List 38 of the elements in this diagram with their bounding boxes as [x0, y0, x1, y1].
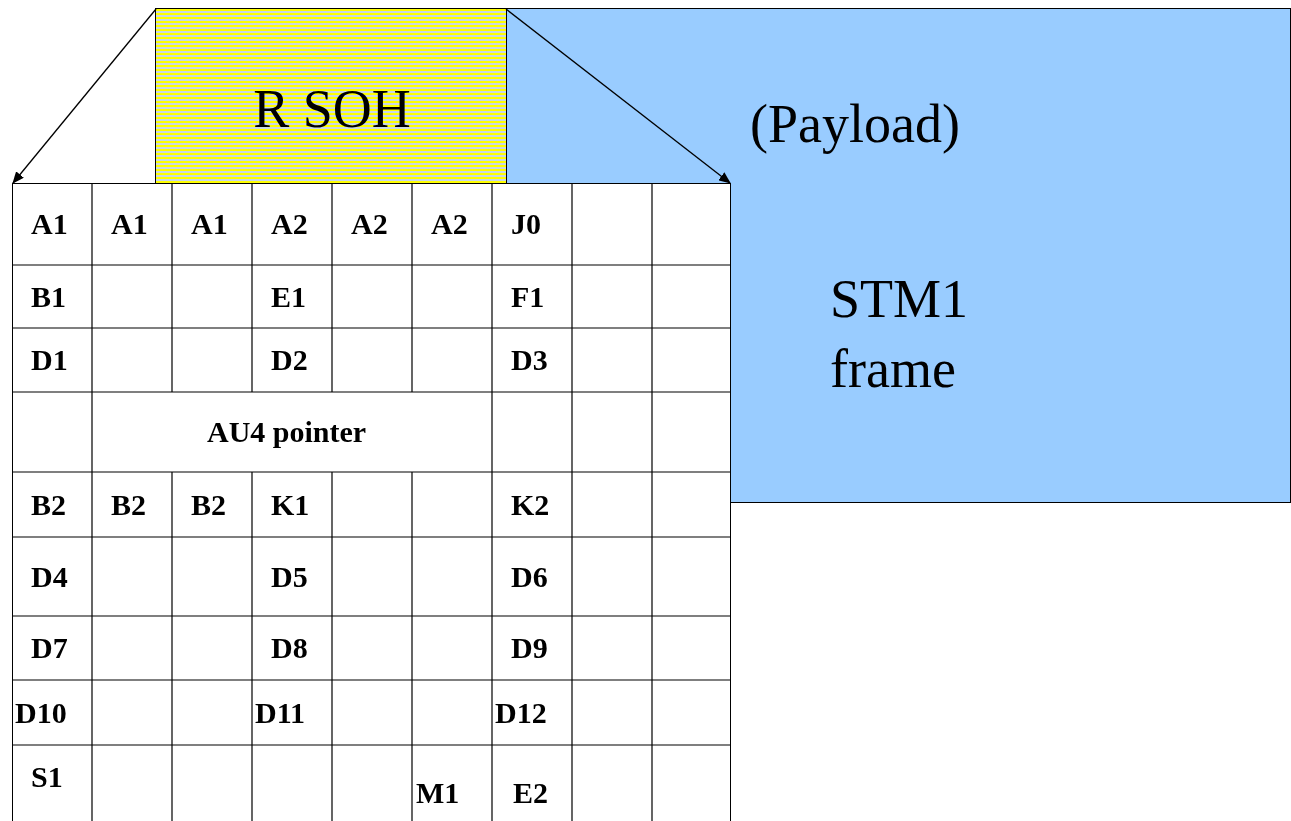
byte-label: D3 — [511, 343, 548, 377]
byte-label: D5 — [271, 559, 308, 594]
byte-label: D4 — [31, 559, 68, 594]
byte-label: D2 — [271, 343, 308, 377]
byte-label: E2 — [513, 776, 548, 810]
frame-label: STM1 frame — [830, 268, 970, 401]
byte-label: M1 — [416, 776, 460, 810]
byte-label: B2 — [111, 487, 146, 522]
byte-label: K1 — [271, 487, 310, 522]
byte-label: D10 — [15, 695, 67, 730]
byte-label: K2 — [511, 487, 550, 522]
byte-label: D12 — [495, 695, 547, 730]
byte-label: A1 — [191, 207, 228, 241]
section-title: R SOH — [252, 79, 412, 139]
byte-label: D8 — [271, 631, 308, 665]
overhead-box — [155, 8, 507, 184]
area-label: (Payload) — [750, 94, 961, 154]
byte-label: A2 — [271, 207, 308, 241]
byte-label: D7 — [31, 631, 68, 665]
byte-label: A1 — [31, 207, 68, 241]
byte-label: B1 — [31, 279, 66, 314]
byte-label: D6 — [511, 559, 548, 594]
byte-label: D9 — [511, 631, 548, 665]
byte-label: F1 — [511, 279, 545, 314]
byte-label: E1 — [271, 279, 306, 314]
byte-label: D11 — [255, 695, 305, 730]
byte-label: S1 — [31, 760, 63, 794]
byte-label: A2 — [431, 207, 468, 241]
byte-label: A1 — [111, 207, 148, 241]
payload-area — [731, 8, 1291, 503]
byte-label: A2 — [351, 207, 388, 241]
byte-label: B2 — [31, 487, 66, 522]
byte-label: J0 — [511, 207, 541, 241]
byte-label: B2 — [191, 487, 226, 522]
arrow — [12, 8, 157, 184]
byte-label: AU4 pointer — [207, 415, 367, 449]
byte-grid — [12, 183, 731, 821]
byte-label: D1 — [31, 343, 68, 377]
